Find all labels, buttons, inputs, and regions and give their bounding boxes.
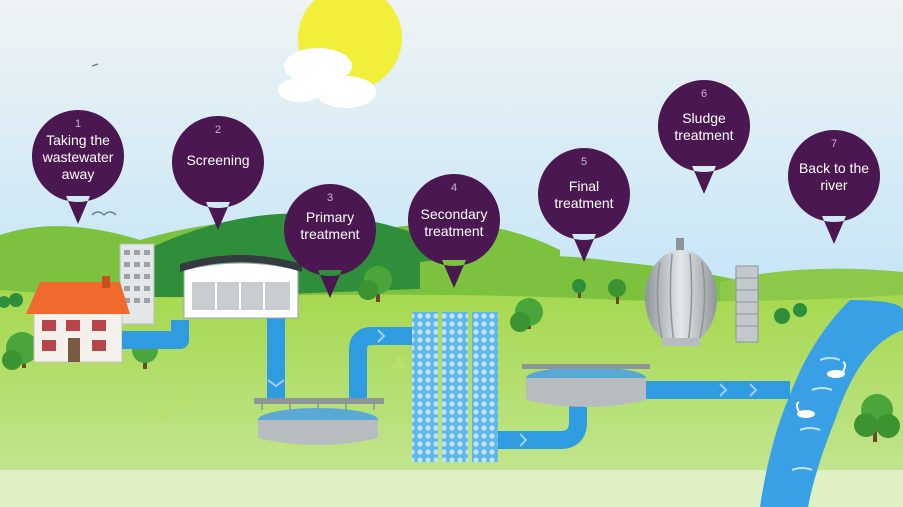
tree-icon <box>854 394 900 442</box>
step-label: Back to the river <box>798 160 870 193</box>
step-number: 4 <box>450 182 458 194</box>
step-4-callout: 4 Secondary treatment <box>406 172 502 288</box>
pin-marker-icon <box>171 116 264 230</box>
step-number: 5 <box>580 156 588 168</box>
step-number: 2 <box>214 124 222 136</box>
step-number: 6 <box>700 88 708 100</box>
step-2-callout: 2 Screening <box>170 114 266 230</box>
step-6-callout: 6 Sludge treatment <box>656 78 752 194</box>
pin-marker-icon <box>283 184 376 298</box>
swan-icon <box>796 401 815 418</box>
cloud <box>278 48 376 108</box>
flow-chevrons <box>267 329 758 447</box>
river <box>760 300 903 507</box>
step-7-callout: 7 Back to the river <box>786 128 882 244</box>
primary-settlement-tank <box>254 398 384 445</box>
tree-icon <box>608 279 626 304</box>
bird-icon <box>91 211 117 217</box>
bird-icon <box>91 63 99 67</box>
step-label: Screening <box>186 152 250 168</box>
step-3-callout: 3 Primary treatment <box>282 182 378 298</box>
tree-icon <box>2 332 38 370</box>
step-label: Secondary treatment <box>420 206 488 239</box>
tree-icon <box>0 293 23 308</box>
pin-marker-icon <box>657 80 750 194</box>
tree-icon <box>572 279 586 298</box>
pin-marker-icon <box>537 148 630 262</box>
final-settlement-tank <box>522 364 650 407</box>
bush-icon <box>155 354 406 420</box>
step-label: Sludge treatment <box>674 110 734 143</box>
step-label: Taking the wastewater away <box>42 132 114 182</box>
river-ripples <box>791 357 841 471</box>
tree-icon <box>358 266 392 302</box>
step-number: 1 <box>74 118 82 130</box>
swan-icon <box>827 361 846 378</box>
step-label: Final treatment <box>554 178 614 211</box>
pin-marker-icon <box>407 174 500 288</box>
step-number: 3 <box>326 192 334 204</box>
pin-marker-icon <box>787 130 880 244</box>
tree-icon <box>774 303 807 324</box>
screening-building <box>180 255 302 319</box>
step-label: Primary treatment <box>300 209 360 242</box>
house <box>26 276 130 363</box>
sludge-digester <box>645 238 717 346</box>
pin-marker-icon <box>31 110 124 224</box>
foreground-ground <box>0 470 903 507</box>
chimney <box>735 265 759 343</box>
step-5-callout: 5 Final treatment <box>536 146 632 262</box>
secondary-filter-beds <box>412 312 498 462</box>
step-number: 7 <box>830 138 838 150</box>
tree-icon <box>510 298 543 332</box>
step-1-callout: 1 Taking the wastewater away <box>30 108 126 224</box>
